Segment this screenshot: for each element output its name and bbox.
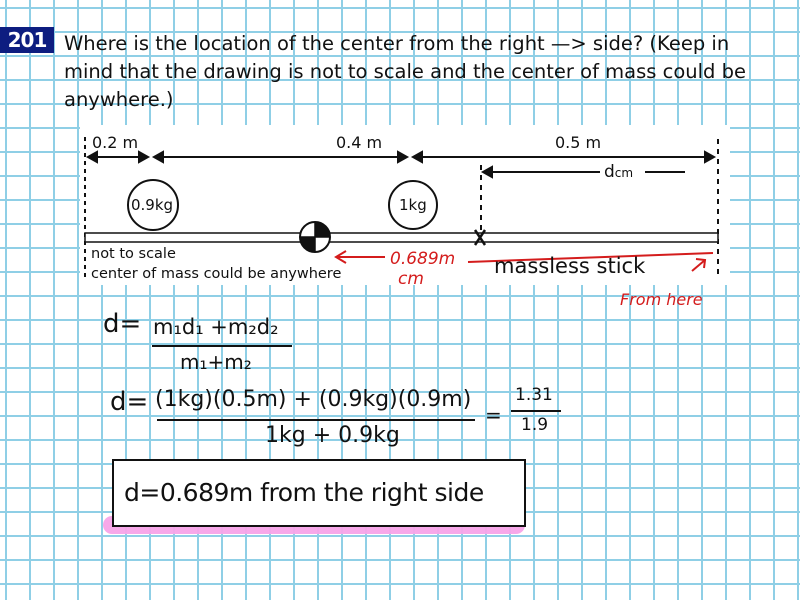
eq1-numerator: m₁d₁ +m₂d₂ bbox=[153, 315, 279, 339]
eq2-numerator: (1kg)(0.5m) + (0.9kg)(0.9m) bbox=[155, 387, 472, 412]
diagram-graphics bbox=[84, 137, 719, 277]
eq2-denominator: 1kg + 0.9kg bbox=[265, 423, 400, 448]
dcm-label: dcm bbox=[604, 162, 634, 182]
eq1-lhs: d= bbox=[103, 309, 142, 339]
result-fraction-bar bbox=[511, 410, 561, 412]
stick-label: massless stick bbox=[494, 254, 646, 278]
note-center-anywhere: center of mass could be anywhere bbox=[91, 266, 342, 282]
segment-label-1: 0.2 m bbox=[92, 133, 139, 152]
question-text: Where is the location of the center from… bbox=[64, 32, 746, 111]
diagram: 0.2 m 0.4 m 0.5 m dcm 0.9kg 1kg not to s… bbox=[80, 125, 730, 289]
answer-box: d=0.689m from the right side bbox=[112, 459, 526, 527]
eq1-denominator: m₁+m₂ bbox=[180, 350, 252, 374]
segment-label-2: 0.4 m bbox=[336, 133, 383, 152]
question-number-badge: 201 bbox=[0, 27, 54, 53]
work-equations: d= m₁d₁ +m₂d₂ m₁+m₂ d= (1kg)(0.5m) + (0.… bbox=[95, 305, 595, 455]
result-numerator: 1.31 bbox=[515, 385, 553, 405]
segment-label-3: 0.5 m bbox=[555, 133, 602, 152]
annotation-value: 0.689m bbox=[390, 249, 456, 269]
answer-text: d=0.689m from the right side bbox=[124, 478, 484, 507]
mass-label-left: 0.9kg bbox=[131, 196, 174, 214]
note-not-to-scale: not to scale bbox=[91, 246, 176, 262]
annotation-unit: cm bbox=[398, 269, 424, 289]
annotation-from-here: From here bbox=[620, 290, 703, 309]
mass-label-right: 1kg bbox=[399, 196, 427, 214]
eq1-fraction-bar bbox=[152, 345, 292, 347]
eq2-lhs: d= bbox=[110, 387, 149, 417]
result-denominator: 1.9 bbox=[521, 415, 549, 435]
eq2-equals: = bbox=[485, 403, 502, 427]
eq2-fraction-bar bbox=[157, 419, 475, 421]
